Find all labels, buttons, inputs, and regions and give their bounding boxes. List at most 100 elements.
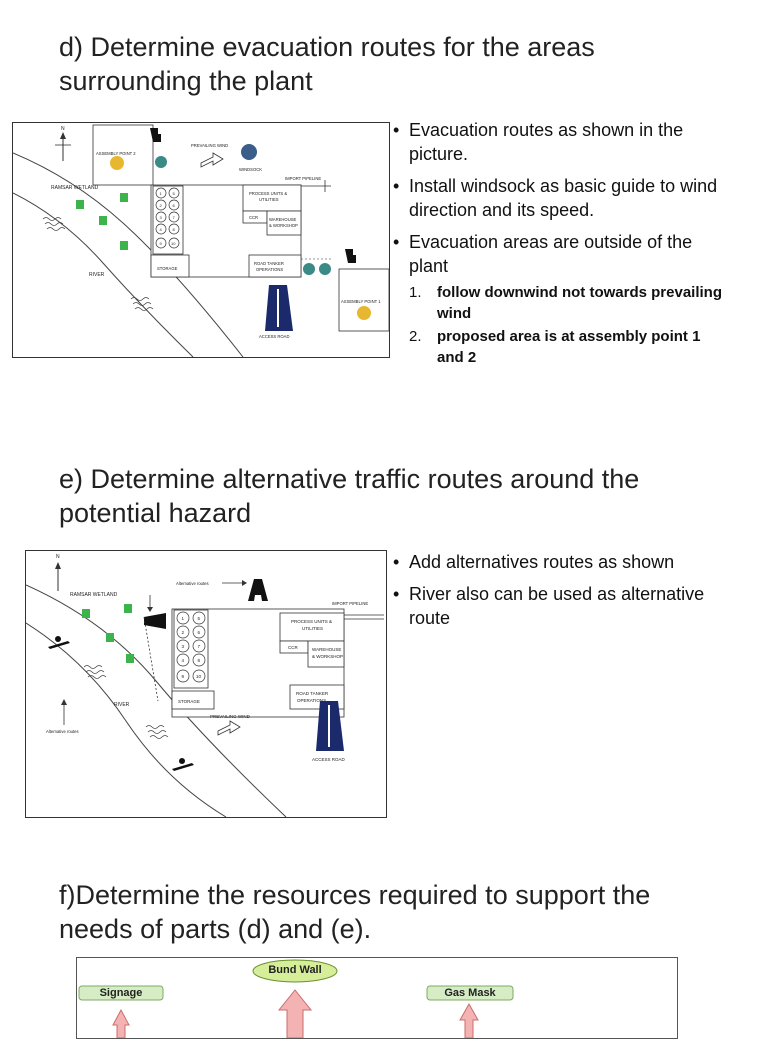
- ramsar-wetland-label: RAMSAR WETLAND: [70, 592, 118, 598]
- river-waves-icon: [42, 217, 154, 311]
- wind-arrow-icon: [200, 152, 224, 168]
- warehouse-label-2: & WORKSHOP: [312, 654, 343, 659]
- assembly-point-2-box: [92, 124, 154, 186]
- prevailing-wind-label: PREVAILING WIND: [191, 143, 228, 148]
- arrow-up-icon: [459, 1002, 479, 1038]
- section-e-heading: e) Determine alternative traffic routes …: [59, 462, 739, 530]
- tank-label: 4: [160, 227, 163, 232]
- tank-label: 6: [198, 630, 201, 635]
- resources-diagram: Bund Wall Signage Gas Mask: [76, 957, 678, 1039]
- tank-label: 4: [182, 658, 185, 663]
- kayak-icon: [48, 636, 194, 771]
- north-label: N: [61, 126, 65, 132]
- warehouse-box: [266, 210, 302, 236]
- tank-label: 5: [198, 616, 201, 621]
- warehouse-box: [307, 640, 345, 668]
- tank-label: 7: [198, 644, 201, 649]
- bund-wall-node: [252, 959, 338, 983]
- warehouse-label: WAREHOUSE: [269, 217, 297, 222]
- windsock-label: WINDSOCK: [239, 167, 262, 172]
- section-d-heading-line2: surrounding the plant: [59, 66, 313, 96]
- bullet-item: Evacuation routes as shown in the pictur…: [393, 118, 723, 166]
- access-road-label: ACCESS ROAD: [312, 757, 346, 762]
- tank-label: 3: [160, 215, 163, 220]
- tank-label: 7: [173, 215, 176, 220]
- river-bank-upper: [26, 584, 287, 817]
- assembly-point-1-icon: [357, 306, 371, 320]
- exit-sign-icon: [82, 604, 134, 663]
- access-road-label: ACCESS ROAD: [259, 334, 289, 339]
- assembly-point-2-label: ASSEMBLY POINT 2: [96, 151, 136, 156]
- warehouse-label: WAREHOUSE: [312, 647, 341, 652]
- tank-label: 2: [182, 630, 185, 635]
- signage-label: Signage: [99, 987, 143, 999]
- tank-label: 8: [198, 658, 201, 663]
- process-units-label-2: UTILITIES: [259, 197, 279, 202]
- import-pipeline-label: IMPORT PIPELINE: [285, 176, 321, 181]
- tank-label: 9: [160, 241, 163, 246]
- section-f-heading: f)Determine the resources required to su…: [59, 878, 739, 946]
- bullet-item: River also can be used as alternative ro…: [393, 582, 723, 630]
- ccr-label: CCR: [288, 645, 298, 650]
- assembly-point-2-icon: [110, 156, 124, 170]
- road-tanker-label-2: OPERATIONS: [256, 267, 283, 272]
- road-tanker-label: ROAD TANKER: [254, 261, 284, 266]
- section-d-heading-line1: d) Determine evacuation routes for the a…: [59, 32, 595, 62]
- river-bank-lower: [13, 192, 194, 357]
- bullet-item: Evacuation areas are outside of the plan…: [393, 230, 723, 368]
- river-bank-lower: [26, 622, 227, 817]
- tank-label: 5: [173, 191, 176, 196]
- windsock-icon: [241, 144, 257, 160]
- sub-item: 1.follow downwind not towards prevailing…: [409, 284, 722, 322]
- wind-arrow-icon: [217, 720, 241, 736]
- bullet-item: Install windsock as basic guide to wind …: [393, 174, 723, 222]
- road-tanker-box: [248, 254, 302, 278]
- storage-box: [171, 690, 215, 710]
- hand-pointer-icon: [345, 249, 356, 263]
- road-tanker-label: ROAD TANKER: [296, 691, 329, 696]
- tank-label: 10: [196, 674, 202, 679]
- process-units-label: PROCESS UNITS &: [249, 191, 287, 196]
- process-units-label: PROCESS UNITS &: [291, 619, 332, 624]
- tank-label: 1: [182, 616, 185, 621]
- alternative-routes-bottom-label: Alternative routes: [46, 729, 79, 734]
- river-waves-icon: [83, 665, 169, 739]
- warehouse-label-2: & WORKSHOP: [269, 223, 298, 228]
- tank-label: 3: [182, 644, 185, 649]
- tank-label: 6: [173, 203, 176, 208]
- signage-node: [78, 985, 164, 1001]
- assembly-point-1-box: [338, 268, 389, 332]
- storage-box: [150, 254, 190, 278]
- alternative-routes-top-label: Alternative routes: [176, 581, 209, 586]
- arrow-up-icon: [277, 989, 313, 1038]
- storage-label: STORAGE: [178, 699, 200, 704]
- sub-list: 1.follow downwind not towards prevailing…: [409, 282, 723, 368]
- bullet-item: Add alternatives routes as shown: [393, 550, 723, 574]
- section-d-bullets: Evacuation routes as shown in the pictur…: [393, 118, 723, 376]
- ramsar-wetland-label: RAMSAR WETLAND: [51, 185, 99, 191]
- river-label: RIVER: [89, 272, 105, 278]
- ccr-label: CCR: [249, 215, 258, 220]
- section-f-heading-line1: f)Determine the resources required to su…: [59, 880, 651, 910]
- sub-item: 2.proposed area is at assembly point 1 a…: [409, 328, 701, 366]
- tank-label: 2: [160, 203, 163, 208]
- exit-sign-icon: [76, 193, 128, 250]
- north-label: N: [56, 554, 60, 560]
- tank-label: 8: [173, 227, 176, 232]
- section-f-heading-line2: needs of parts (d) and (e).: [59, 914, 372, 944]
- section-e-bullets: Add alternatives routes as shown River a…: [393, 550, 723, 638]
- prevailing-wind-label: PREVAILING WIND: [210, 714, 251, 719]
- bund-wall-label: Bund Wall: [268, 964, 322, 976]
- section-e-heading-line2: potential hazard: [59, 498, 252, 528]
- exit-person-icon: [303, 263, 315, 275]
- north-arrow-head: [60, 132, 66, 139]
- import-pipeline-label: IMPORT PIPELINE: [332, 601, 368, 606]
- river-label: RIVER: [114, 702, 130, 708]
- road-icon: [248, 579, 268, 601]
- tank-farm: 1 2 3 4 9 5 6 7 8 10: [173, 609, 209, 689]
- north-arrow-head: [55, 562, 61, 569]
- river-bank-upper: [13, 152, 244, 357]
- gas-mask-label: Gas Mask: [444, 987, 496, 999]
- road-icon: [144, 613, 166, 629]
- section-d-heading: d) Determine evacuation routes for the a…: [59, 30, 739, 98]
